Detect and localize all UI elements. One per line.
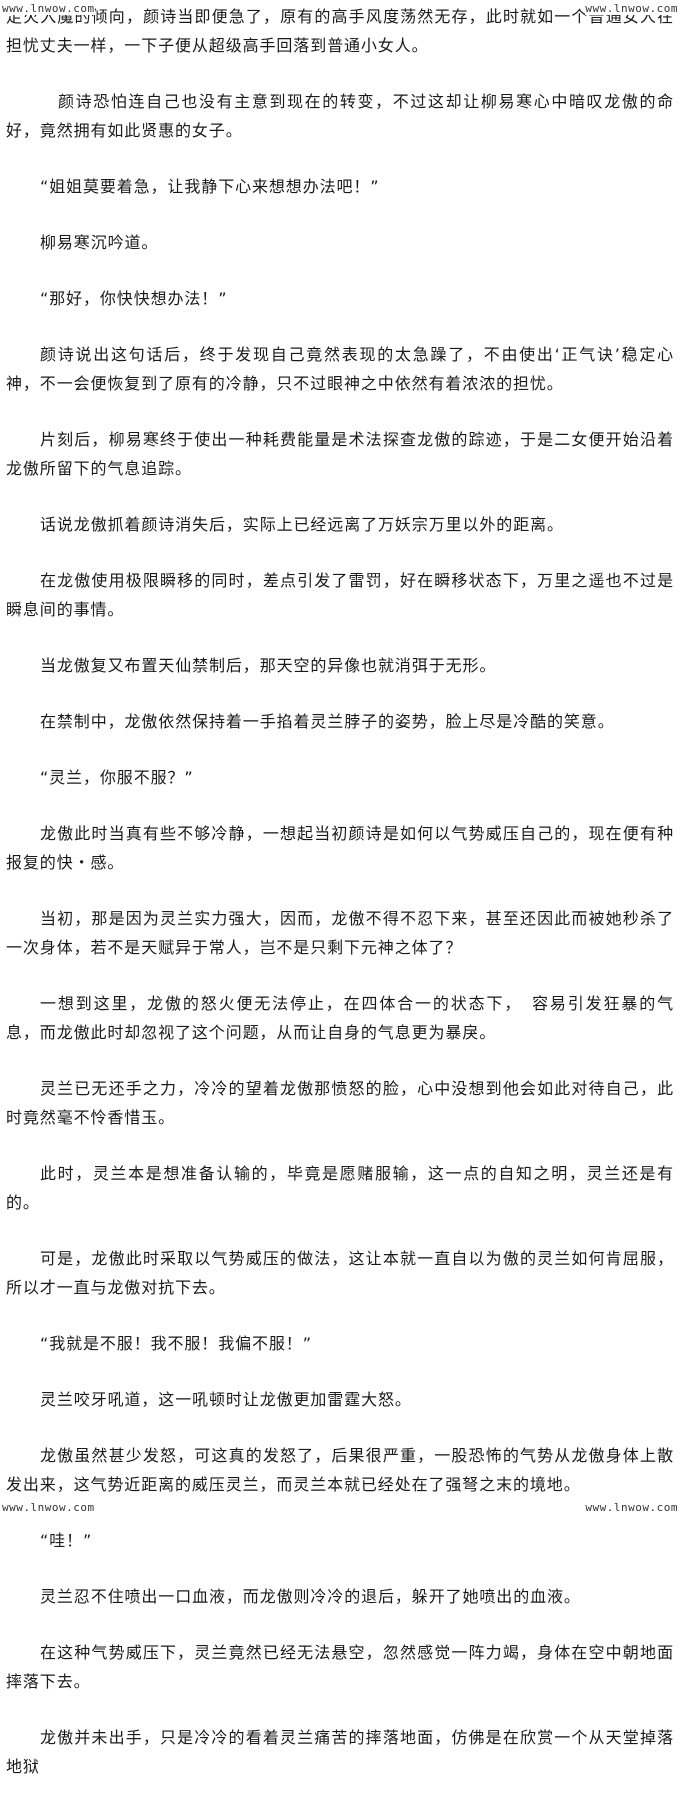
- paragraph: 在这种气势威压下，灵兰竟然已经无法悬空，忽然感觉一阵力竭，身体在空中朝地面摔落下…: [6, 1643, 674, 1691]
- paragraph: 颜诗恐怕连自己也没有主意到现在的转变，不过这却让柳易寒心中暗叹龙傲的命好，竟然拥…: [6, 92, 674, 140]
- paragraph: 一想到这里，龙傲的怒火便无法停止，在四体合一的状态下， 容易引发狂暴的气息，而龙…: [6, 994, 674, 1042]
- paragraph: “灵兰，你服不服？”: [40, 768, 194, 787]
- paragraph: 龙傲并未出手，只是冷冷的看着灵兰痛苦的摔落地面，仿佛是在欣赏一个从天堂掉落地狱: [6, 1728, 674, 1776]
- watermark: www.lnwow.com: [2, 1501, 95, 1514]
- paragraph: 在龙傲使用极限瞬移的同时，差点引发了雷罚，好在瞬移状态下，万里之遥也不过是瞬息间…: [6, 571, 674, 619]
- paragraph: 片刻后，柳易寒终于使出一种耗费能量是术法探查龙傲的踪迹，于是二女便开始沿着龙傲所…: [6, 430, 674, 478]
- paragraph: 可是，龙傲此时采取以气势威压的做法，这让本就一直自以为傲的灵兰如何肯屈服，所以才…: [6, 1249, 674, 1297]
- paragraph: 龙傲虽然甚少发怒，可这真的发怒了，后果很严重，一股恐怖的气势从龙傲身体上散发出来…: [6, 1446, 674, 1494]
- paragraph: 灵兰忍不住喷出一口血液，而龙傲则冷冷的退后，躲开了她喷出的血液。: [40, 1587, 581, 1606]
- paragraph: 灵兰咬牙吼道，这一吼顿时让龙傲更加雷霆大怒。: [40, 1390, 412, 1409]
- paragraph: 龙傲此时当真有些不够冷静，一想起当初颜诗是如何以气势威压自己的，现在便有种报复的…: [6, 824, 674, 872]
- paragraph: “那好，你快快想办法！”: [40, 289, 228, 308]
- chapter-text: 走火入魔的倾向，颜诗当即便急了，原有的高手风度荡然无存，此时就如一个普通女人在担…: [6, 2, 674, 1808]
- paragraph: 在禁制中，龙傲依然保持着一手掐着灵兰脖子的姿势，脸上尽是冷酷的笑意。: [40, 712, 615, 731]
- watermark: www.lnwow.com: [2, 2, 95, 15]
- paragraph: “哇！”: [40, 1531, 93, 1550]
- paragraph: “姐姐莫要着急，让我静下心来想想办法吧！”: [40, 177, 380, 196]
- paragraph: “我就是不服！我不服！我偏不服！”: [40, 1334, 312, 1353]
- watermark: www.lnwow.com: [585, 1501, 678, 1514]
- paragraph: 此时，灵兰本是想准备认输的，毕竟是愿赌服输，这一点的自知之明，灵兰还是有的。: [6, 1164, 674, 1212]
- paragraph: 话说龙傲抓着颜诗消失后，实际上已经远离了万妖宗万里以外的距离。: [40, 515, 564, 534]
- watermark: www.lnwow.com: [585, 2, 678, 15]
- paragraph: 柳易寒沉吟道。: [40, 233, 159, 252]
- paragraph: 当初，那是因为灵兰实力强大，因而，龙傲不得不忍下来，甚至还因此而被她秒杀了一次身…: [6, 909, 674, 957]
- paragraph: 灵兰已无还手之力，冷冷的望着龙傲那愤怒的脸，心中没想到他会如此对待自己，此时竟然…: [6, 1079, 674, 1127]
- paragraph: 颜诗说出这句话后，终于发现自己竟然表现的太急躁了，不由使出‘正气诀’稳定心神，不…: [6, 345, 674, 393]
- paragraph: 走火入魔的倾向，颜诗当即便急了，原有的高手风度荡然无存，此时就如一个普通女人在担…: [6, 7, 674, 55]
- document-page: 走火入魔的倾向，颜诗当即便急了，原有的高手风度荡然无存，此时就如一个普通女人在担…: [2, 2, 678, 1776]
- paragraph: 当龙傲复又布置天仙禁制后，那天空的异像也就消弭于无形。: [40, 656, 497, 675]
